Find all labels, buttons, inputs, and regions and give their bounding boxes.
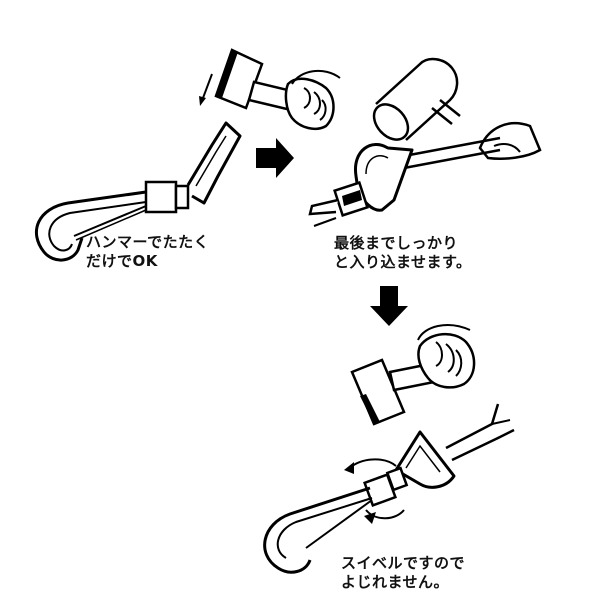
step1-hammer: [199, 48, 341, 130]
step2-strap-insertion: [308, 121, 542, 227]
step3-hammer: [350, 324, 476, 426]
arrow-right-icon: [256, 138, 294, 178]
step2-caption: 最後までしっかり と入り込ませます。: [334, 234, 472, 272]
step3-caption-line1: スイベルですので: [341, 554, 466, 572]
step3-swivel-hook: [263, 403, 515, 574]
rotate-arrows-icon: [344, 458, 405, 524]
step1-caption-line2: だけでOK: [86, 252, 158, 270]
arrow-down-icon: [370, 286, 408, 326]
step2-caption-line1: 最後までしっかり: [334, 234, 459, 252]
step1-caption-line1: ハンマーでたたく: [86, 233, 210, 251]
step3-caption-line2: よじれません。: [341, 573, 450, 591]
step1-snap-hook: [34, 121, 242, 262]
step2-hammer: [372, 57, 461, 141]
step2-caption-line2: と入り込ませます。: [334, 253, 472, 271]
motion-arrow-icon: [199, 73, 213, 106]
step1-caption: ハンマーでたたく だけでOK: [86, 233, 209, 271]
step3-caption: スイベルですので よじれません。: [341, 554, 465, 592]
